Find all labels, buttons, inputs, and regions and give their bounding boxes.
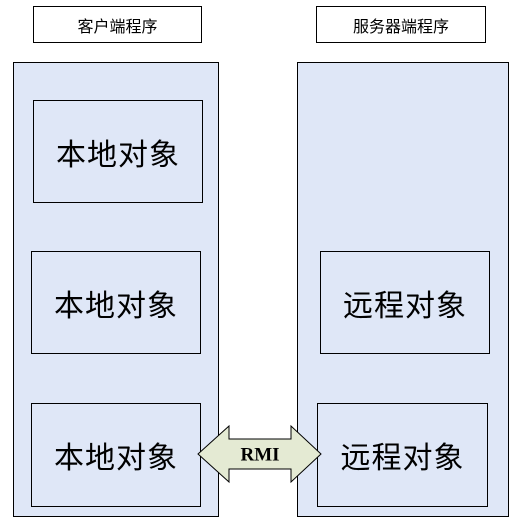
remote-object-1: 远程对象 [320, 251, 490, 354]
server-program-title: 服务器端程序 [316, 6, 486, 43]
local-object-2: 本地对象 [31, 251, 201, 354]
rmi-arrow-shape [197, 424, 322, 484]
rmi-double-arrow: RMI [197, 424, 322, 484]
client-program-title: 客户端程序 [33, 6, 202, 43]
rmi-label: RMI [240, 445, 279, 466]
local-object-3: 本地对象 [31, 403, 201, 507]
remote-object-2: 远程对象 [317, 403, 488, 507]
local-object-1: 本地对象 [33, 100, 203, 203]
